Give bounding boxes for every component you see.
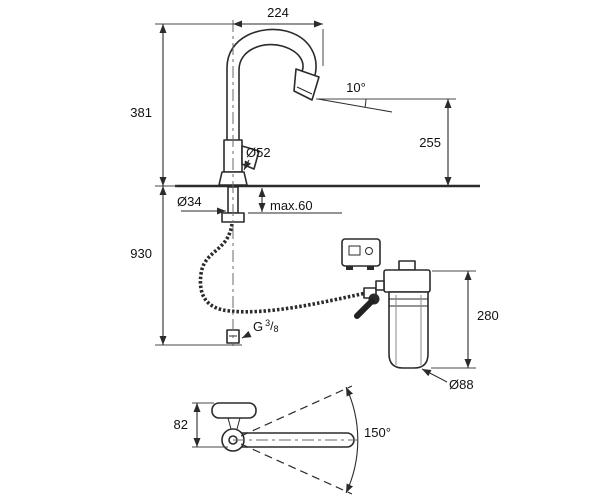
dim-label-base-diameter: Ø52: [246, 145, 271, 160]
dim-label-filter-height: 280: [477, 308, 499, 323]
spout-inner-curve: [238, 43, 304, 141]
filter-unit: [375, 260, 431, 369]
dimension-outlet-height: 255: [419, 99, 452, 186]
faucet-side-view: [175, 28, 480, 223]
dimension-filter-diameter: Ø88: [421, 368, 474, 392]
swivel-arc: [345, 386, 359, 494]
appliance-icon: [341, 238, 381, 270]
swivel-limit-lower: [240, 443, 353, 495]
dim-label-max-thickness: max.60: [270, 198, 313, 213]
dim-label-spout-angle: 10°: [346, 80, 366, 95]
filter-cap: [398, 260, 416, 271]
spray-head-seam: [296, 86, 313, 95]
spout-outer-curve: [226, 28, 317, 141]
dim-label-swivel-range: 150°: [364, 425, 391, 440]
dimension-base-diameter: Ø52: [243, 145, 271, 171]
filter-head: [383, 269, 431, 293]
dimension-height-381: 381: [130, 24, 177, 187]
filter-cartridge: [388, 291, 429, 369]
dimension-filter-height: 280: [431, 270, 499, 369]
dimension-hole-diameter: Ø34: [177, 194, 226, 215]
swivel-limit-upper: [240, 385, 353, 437]
dim-label-spout-reach: 224: [267, 5, 289, 20]
dim-label-hose-length: 930: [130, 246, 152, 261]
handle-stem-right: [236, 417, 241, 430]
dim-label-handle-offset: 82: [174, 417, 188, 432]
dimension-handle-offset: 82: [174, 402, 228, 448]
dim-label-outlet-height: 255: [419, 135, 441, 150]
handle-top-view: [211, 402, 257, 419]
valve-lever: [354, 298, 375, 319]
dimension-swivel-range: 150°: [364, 425, 391, 440]
under-sink-assembly: [198, 223, 431, 369]
handle-stem-left: [227, 417, 232, 430]
dimension-spout-angle: 10°: [316, 80, 456, 113]
dim-label-height-381: 381: [130, 105, 152, 120]
dim-label-hole-diameter: Ø34: [177, 194, 202, 209]
faucet-top-view: [211, 385, 359, 495]
dimension-hose-length: 930: [130, 186, 242, 346]
dim-label-filter-diameter: Ø88: [449, 377, 474, 392]
dimension-max-thickness: max.60: [258, 188, 313, 213]
dimension-spout-reach: 224: [155, 5, 324, 66]
spray-head: [293, 68, 320, 101]
filter-inlet-stub: [375, 280, 385, 291]
shutoff-valve: [354, 287, 380, 319]
braided-hose: [198, 223, 367, 314]
